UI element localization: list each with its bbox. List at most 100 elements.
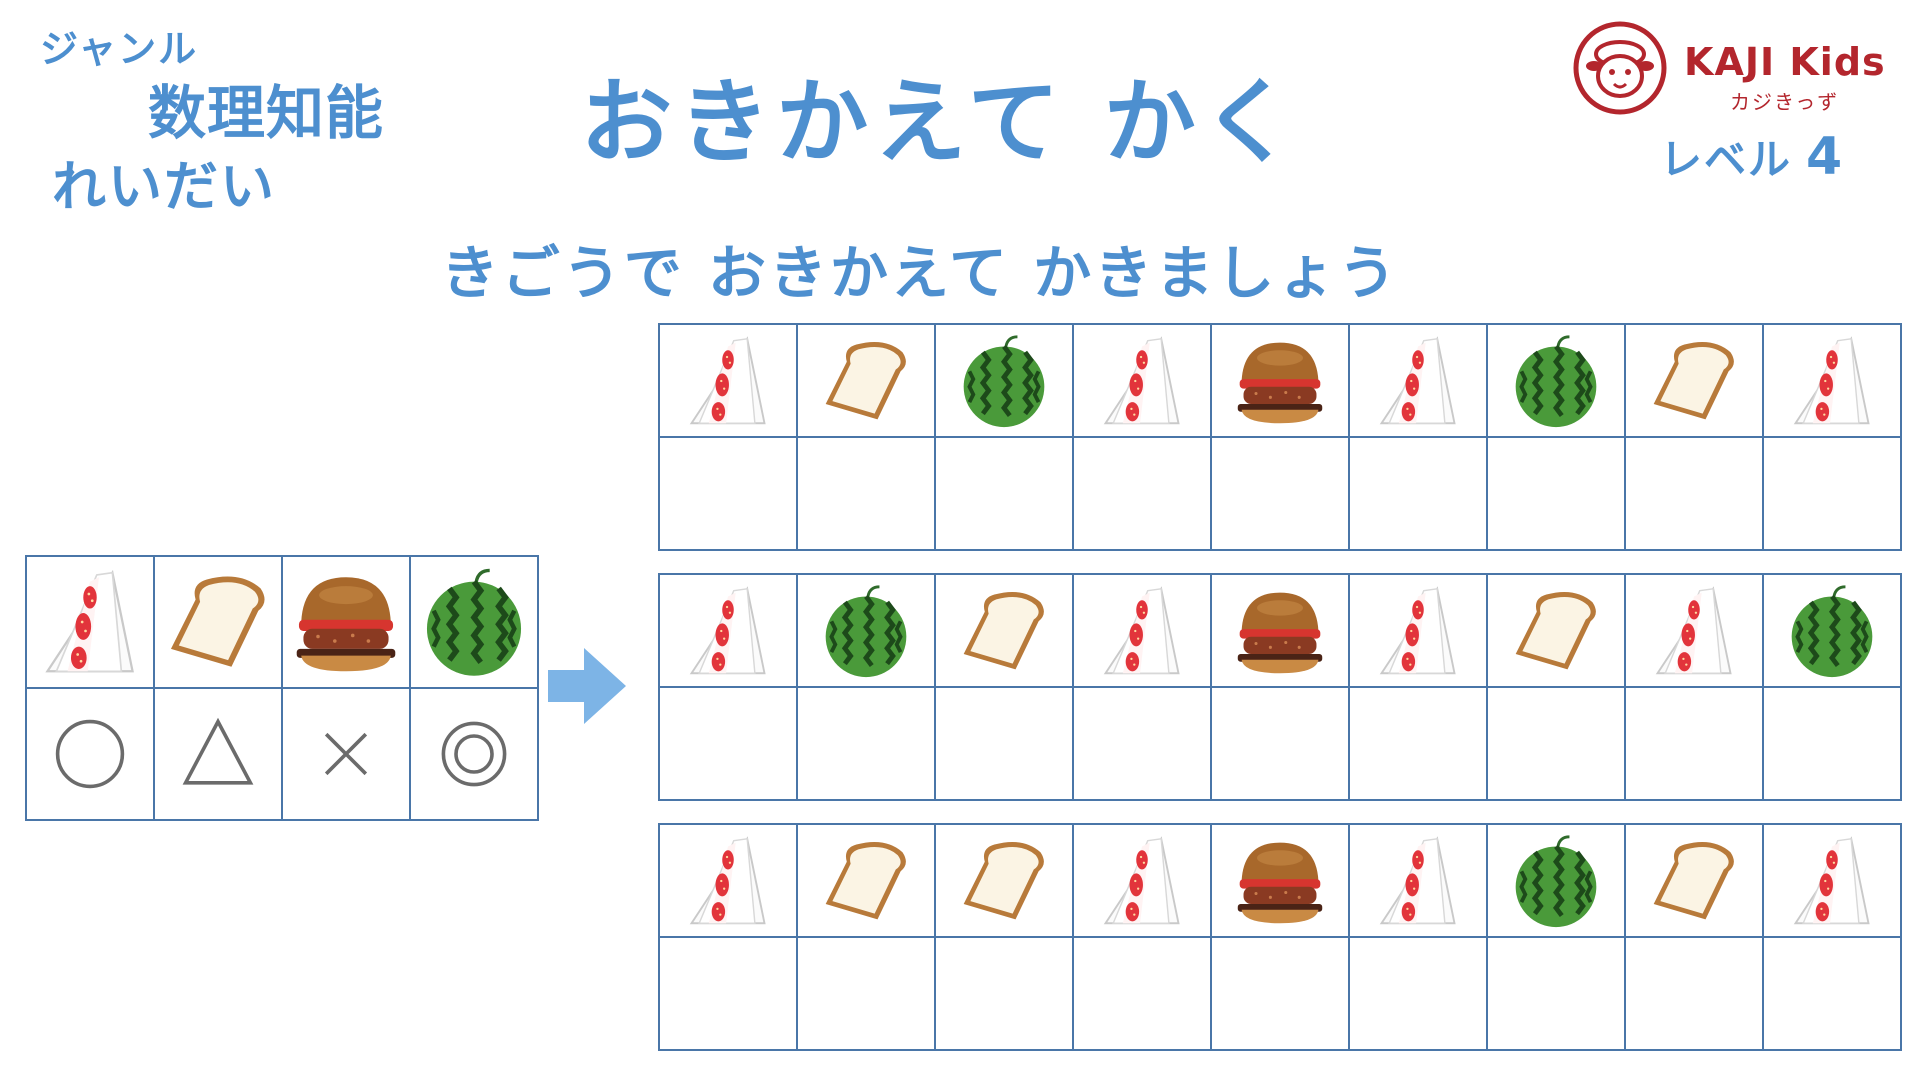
picture-cell [1624, 323, 1764, 438]
answer-cell[interactable] [1210, 436, 1350, 551]
fruit-sandwich-icon [689, 335, 766, 424]
fruit-sandwich-icon [1379, 585, 1456, 674]
answer-cell[interactable] [1348, 686, 1488, 801]
key-symbol-cell [281, 687, 411, 821]
answer-cell[interactable] [1762, 936, 1902, 1051]
answer-cell[interactable] [1072, 936, 1212, 1051]
example-label: れいだい [52, 155, 276, 218]
picture-cell [1210, 323, 1350, 438]
circle-symbol-icon [55, 719, 125, 789]
answer-cell[interactable] [1486, 436, 1626, 551]
bread-icon [1515, 591, 1596, 669]
picture-cell [1348, 323, 1488, 438]
answer-row [658, 436, 1902, 551]
bread-icon [825, 341, 906, 419]
answer-cell[interactable] [796, 936, 936, 1051]
answer-cell[interactable] [1072, 436, 1212, 551]
picture-cell [1486, 323, 1626, 438]
bread-icon [1653, 841, 1734, 919]
fruit-sandwich-icon [1103, 335, 1180, 424]
key-table [25, 555, 539, 821]
genre-name: 数理知能 [148, 79, 385, 147]
bread-icon [825, 841, 906, 919]
watermelon-icon [1791, 584, 1873, 677]
arrow-right-icon [548, 648, 626, 724]
answer-cell[interactable] [1210, 686, 1350, 801]
picture-cell [796, 823, 936, 938]
picture-cell [1762, 823, 1902, 938]
level-number: 4 [1806, 127, 1845, 187]
cross-symbol-icon [324, 732, 368, 776]
picture-cell [658, 573, 798, 688]
watermelon-icon [963, 334, 1045, 427]
key-items-row [25, 555, 539, 689]
answer-cell[interactable] [658, 436, 798, 551]
picture-cell [1072, 823, 1212, 938]
page-title-wrap: おきかえて かく [0, 48, 1920, 181]
picture-cell [796, 323, 936, 438]
picture-cell [1486, 573, 1626, 688]
key-item-cell [153, 555, 283, 689]
watermelon-icon [1515, 334, 1597, 427]
answer-cell[interactable] [934, 686, 1074, 801]
picture-cell [1072, 323, 1212, 438]
triangle-symbol-icon [182, 717, 254, 785]
key-symbol-cell [409, 687, 539, 821]
answer-cell[interactable] [796, 686, 936, 801]
watermelon-icon [426, 568, 522, 676]
picture-cell [1762, 323, 1902, 438]
logo-sub-text: カジきっず [1730, 90, 1840, 114]
answer-cell[interactable] [934, 936, 1074, 1051]
answer-cell[interactable] [1348, 436, 1488, 551]
fruit-sandwich-icon [45, 569, 134, 673]
fruit-sandwich-icon [1379, 835, 1456, 924]
sheep-logo-icon [1573, 21, 1667, 115]
kaji-kids-logo: KAJI Kids カジきっず [1572, 18, 1892, 122]
hamburger-icon [1237, 842, 1323, 923]
answer-cell[interactable] [1762, 436, 1902, 551]
picture-row [658, 573, 1902, 688]
key-item-cell [409, 555, 539, 689]
exercise-table [658, 573, 1902, 801]
answer-cell[interactable] [796, 436, 936, 551]
hamburger-icon [296, 577, 396, 672]
key-item-cell [25, 555, 155, 689]
answer-cell[interactable] [1762, 686, 1902, 801]
picture-cell [934, 573, 1074, 688]
watermelon-icon [825, 584, 907, 677]
answer-cell[interactable] [934, 436, 1074, 551]
picture-cell [1624, 823, 1764, 938]
fruit-sandwich-icon [1655, 585, 1732, 674]
instruction-text: きごうで おきかえて かきましょう [440, 239, 1400, 307]
exercise-table [658, 323, 1902, 551]
picture-cell [934, 823, 1074, 938]
answer-cell[interactable] [1486, 936, 1626, 1051]
bread-icon [1653, 341, 1734, 419]
logo-brand-text: KAJI Kids [1684, 40, 1886, 84]
picture-cell [934, 323, 1074, 438]
key-item-cell [281, 555, 411, 689]
answer-cell[interactable] [1072, 686, 1212, 801]
fruit-sandwich-icon [1793, 335, 1870, 424]
picture-cell [1762, 573, 1902, 688]
picture-cell [658, 823, 798, 938]
picture-cell [1486, 823, 1626, 938]
fruit-sandwich-icon [1103, 835, 1180, 924]
bread-icon [963, 841, 1044, 919]
picture-cell [1210, 823, 1350, 938]
answer-cell[interactable] [1348, 936, 1488, 1051]
hamburger-icon [1237, 592, 1323, 673]
answer-cell[interactable] [1486, 686, 1626, 801]
answer-cell[interactable] [658, 936, 798, 1051]
fruit-sandwich-icon [1103, 585, 1180, 674]
picture-cell [1348, 573, 1488, 688]
answer-cell[interactable] [1624, 686, 1764, 801]
fruit-sandwich-icon [689, 835, 766, 924]
answer-cell[interactable] [1624, 436, 1764, 551]
page-title: おきかえて かく [580, 69, 1300, 176]
answer-cell[interactable] [1624, 936, 1764, 1051]
answer-cell[interactable] [658, 686, 798, 801]
answer-cell[interactable] [1210, 936, 1350, 1051]
fruit-sandwich-icon [1379, 335, 1456, 424]
